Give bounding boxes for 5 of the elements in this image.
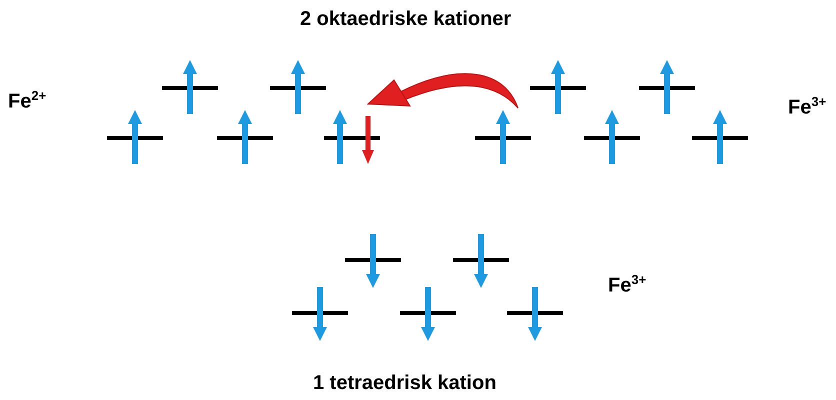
caption: 1 tetraedrisk kation [313,372,496,395]
ion-label: Fe$^{2+}$ [8,88,46,114]
ion-label: Fe$^{3+}$ [608,272,646,298]
ion-label: Fe$^{3+}$ [788,94,826,120]
title: 2 oktaedriske kationer [300,8,512,31]
